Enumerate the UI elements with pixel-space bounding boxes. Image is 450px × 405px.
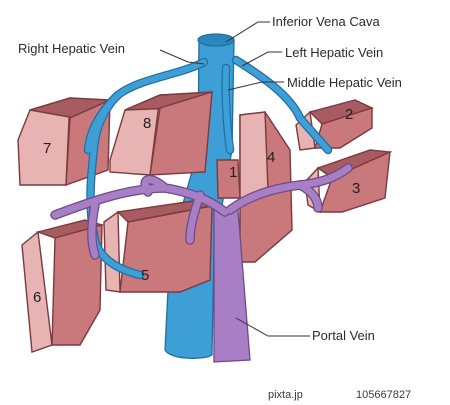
segment-number-5: 5 xyxy=(141,267,149,284)
segment-number-7: 7 xyxy=(43,140,51,157)
segment-2 xyxy=(295,99,374,151)
leader-lines xyxy=(159,21,310,337)
watermark-site: pixta.jp xyxy=(268,389,303,401)
segment-number-3: 3 xyxy=(352,180,360,197)
portal-vein xyxy=(50,163,353,363)
hepatic-veins xyxy=(83,55,333,280)
label-inferior-vena-cava: Inferior Vena Cava xyxy=(272,14,380,29)
segment-number-6: 6 xyxy=(33,289,41,306)
label-middle-hepatic-vein: Middle Hepatic Vein xyxy=(287,75,402,90)
label-right-hepatic-vein: Right Hepatic Vein xyxy=(18,41,125,56)
segment-6 xyxy=(21,219,105,353)
watermark-stock-id: 105667827 xyxy=(356,389,411,401)
label-left-hepatic-vein: Left Hepatic Vein xyxy=(285,45,383,60)
segment-number-8: 8 xyxy=(143,115,151,132)
segment-number-2: 2 xyxy=(345,106,353,123)
segment-4 xyxy=(239,111,293,263)
segment-number-4: 4 xyxy=(267,149,275,166)
segment-8 xyxy=(109,91,213,176)
label-portal-vein: Portal Vein xyxy=(312,328,375,343)
segment-number-1: 1 xyxy=(229,164,237,181)
